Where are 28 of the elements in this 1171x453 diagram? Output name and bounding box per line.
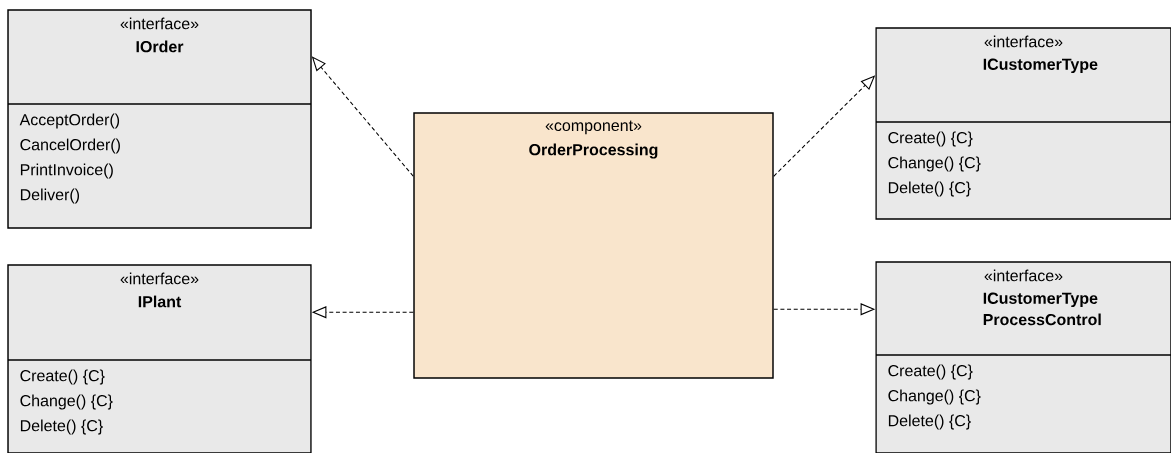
operation-label: Delete() {C} [888, 414, 971, 430]
operation-label: Delete() {C} [888, 181, 971, 197]
operation-label: Create() {C} [888, 364, 973, 380]
interface-box [7, 264, 312, 453]
class-name: ICustomerType [983, 58, 1098, 74]
operation-label: Delete() {C} [20, 419, 103, 435]
operation-label: AcceptOrder() [19, 113, 120, 129]
class-name: IPlant [138, 295, 182, 308]
operation-label: PrintInvoice() [20, 163, 113, 179]
operation-label: Create() {C} [20, 369, 105, 385]
stereotype-label: «interface» [984, 269, 1063, 282]
operation-label: Deliver() [20, 188, 80, 204]
operation-label: Change() {C} [888, 156, 981, 172]
operation-label: Change() {C} [888, 389, 981, 405]
stereotype-label: «interface» [120, 17, 199, 30]
interface-box [875, 261, 1171, 453]
operation-label: Change() {C} [20, 394, 113, 410]
operation-label: CancelOrder() [20, 138, 120, 154]
stereotype-label: «component» [545, 120, 642, 135]
interface-box [875, 27, 1171, 220]
stereotype-label: «interface» [120, 272, 199, 285]
class-name: OrderProcessing [529, 143, 658, 159]
class-name: ICustomerType ProcessControl [983, 292, 1101, 326]
stereotype-label: «interface» [984, 35, 1063, 48]
component-box [413, 112, 774, 379]
operation-label: Create() {C} [888, 131, 973, 147]
class-name: IOrder [136, 40, 184, 53]
interface-box [7, 9, 312, 229]
